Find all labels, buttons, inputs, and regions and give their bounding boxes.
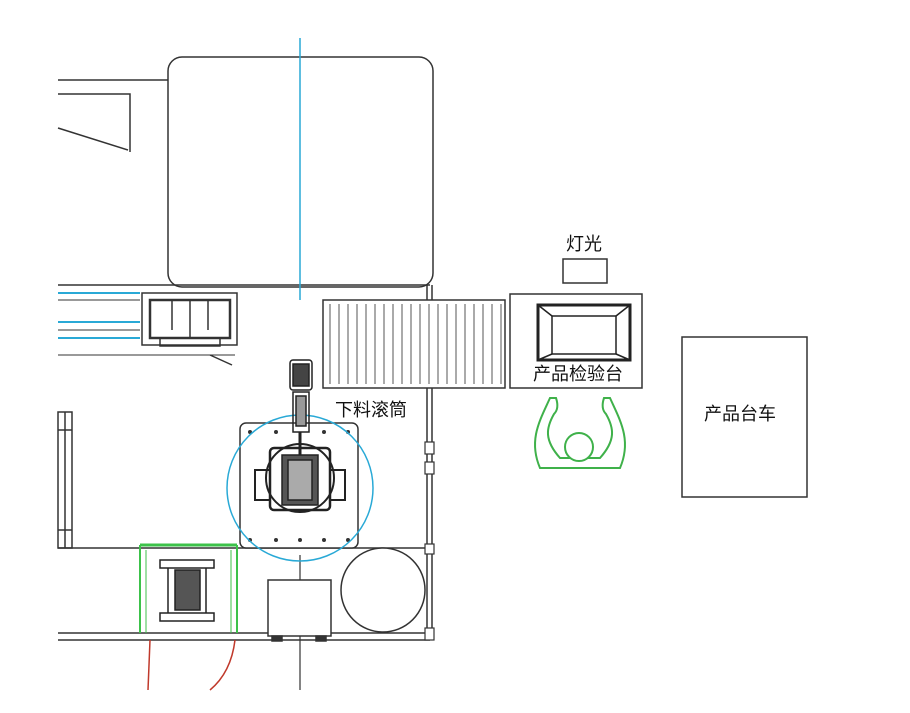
bolt-hole [322, 430, 326, 434]
industrial-robot-icon [254, 359, 346, 513]
bolt-hole [298, 538, 302, 542]
bolt-hole [322, 538, 326, 542]
bolt-hole [274, 538, 278, 542]
product-cart [681, 336, 808, 498]
bolt-hole [274, 430, 278, 434]
person-topdown-icon [534, 397, 626, 469]
green-work-zone [139, 543, 238, 633]
side-rack [57, 411, 73, 549]
pallet-station [141, 292, 238, 366]
pallet-rack [159, 559, 215, 622]
lamp-box [562, 258, 608, 284]
drum-circle [340, 547, 426, 633]
control-cabinet [267, 579, 332, 642]
label-lamp: 灯光 [566, 234, 602, 255]
infeed-conveyor [58, 292, 235, 356]
unloading-roller-conveyor [322, 299, 506, 389]
rail-brackets [424, 441, 435, 641]
label-inspection-table: 产品检验台 [533, 364, 623, 385]
feeder-box [57, 93, 131, 152]
label-product-cart: 产品台车 [704, 404, 776, 425]
bolt-hole [346, 538, 350, 542]
cables [147, 639, 236, 691]
label-unloading-roller: 下料滚筒 [335, 400, 407, 421]
inspection-table [509, 293, 643, 389]
